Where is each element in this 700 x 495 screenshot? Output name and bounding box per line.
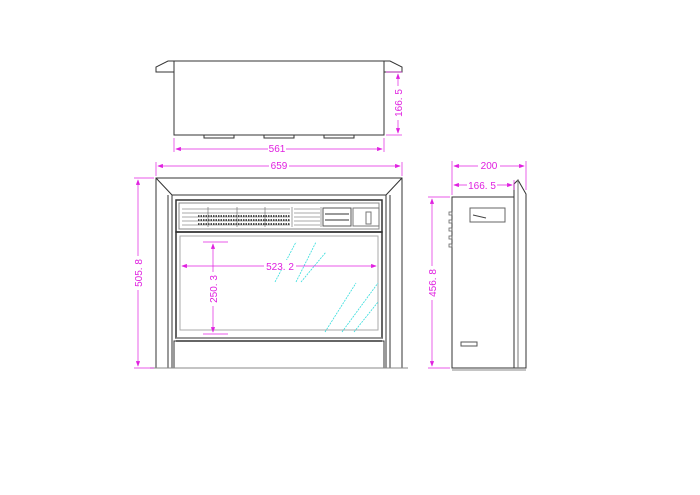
top-view-left-flange (155, 60, 175, 73)
side-view (448, 179, 527, 371)
vent-slots (198, 215, 290, 225)
side-label-plate (469, 207, 506, 223)
front-view (150, 177, 408, 369)
front-width-label: 659 (271, 161, 288, 172)
front-height-dimension: 505. 8 (132, 177, 154, 369)
side-body-depth-label: 166. 5 (468, 181, 496, 192)
top-depth-dimension: 166. 5 (386, 71, 405, 136)
opening-width-label: 523. 2 (266, 262, 294, 273)
side-vent (460, 341, 478, 347)
side-total-depth-dimension: 200 (451, 160, 527, 195)
fire-opening (175, 231, 383, 339)
side-height-dimension: 456. 8 (426, 196, 450, 369)
display-panel (322, 207, 352, 227)
side-body-depth-dimension: 166. 5 (453, 179, 515, 192)
opening-width-dimension: 523. 2 (181, 260, 377, 273)
top-view-foot (323, 134, 355, 139)
top-view-foot (203, 134, 235, 139)
opening-height-label: 250. 3 (209, 275, 220, 303)
side-total-depth-label: 200 (481, 161, 498, 172)
top-depth-label: 166. 5 (394, 89, 405, 117)
top-view (155, 60, 403, 139)
side-height-label: 456. 8 (428, 269, 439, 297)
opening-height-dimension: 250. 3 (203, 241, 228, 335)
top-width-dimension: 561 (173, 138, 385, 155)
front-outer-frame (155, 177, 403, 369)
front-width-dimension: 659 (155, 160, 403, 176)
button-panel (352, 207, 380, 227)
top-view-right-flange (383, 60, 403, 73)
vent-grille (182, 208, 320, 226)
glass-reflection (274, 241, 379, 333)
bottom-plinth (173, 340, 385, 369)
front-height-label: 505. 8 (134, 259, 145, 287)
top-view-body (173, 60, 385, 136)
top-view-foot (263, 134, 295, 139)
side-front-frame (513, 179, 527, 369)
top-width-label: 561 (269, 144, 286, 155)
